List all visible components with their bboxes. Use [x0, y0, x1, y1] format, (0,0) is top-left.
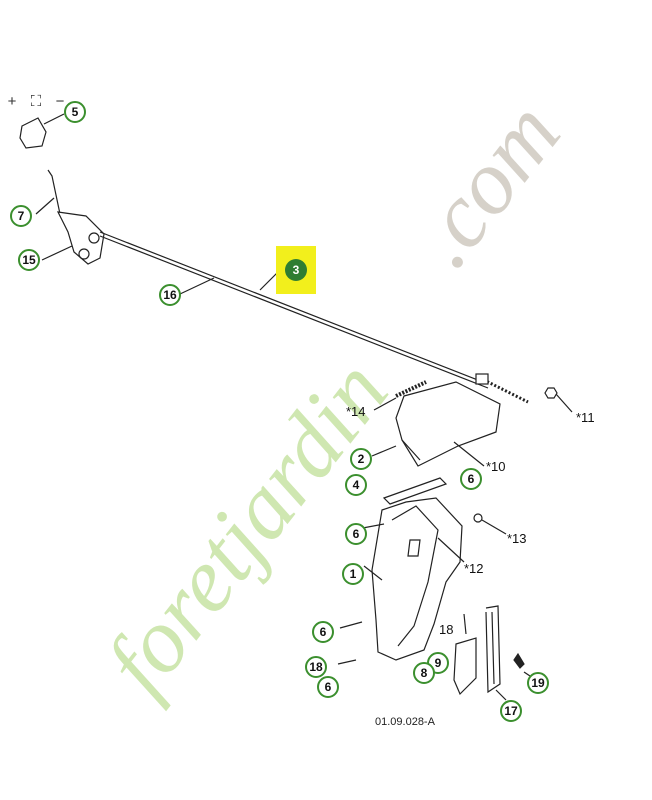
callout-8[interactable]: 8	[413, 662, 435, 684]
label-14: *14	[346, 404, 366, 419]
callout-6-bottom[interactable]: 6	[317, 676, 339, 698]
label-12: *12	[464, 561, 484, 576]
callout-18[interactable]: 18	[305, 656, 327, 678]
control-cable	[99, 231, 489, 385]
callout-5[interactable]: 5	[64, 101, 86, 123]
label-18: 18	[439, 622, 454, 637]
diagram-reference-code: 01.09.028-A	[375, 716, 435, 728]
callout-6-top[interactable]: 6	[460, 468, 482, 490]
viewer-toolbar: + ⛶ −	[0, 90, 72, 112]
callout-19[interactable]: 19	[527, 672, 549, 694]
callout-6-lower[interactable]: 6	[312, 621, 334, 643]
callout-15[interactable]: 15	[18, 249, 40, 271]
callout-17[interactable]: 17	[500, 700, 522, 722]
lever-rod	[47, 169, 61, 215]
chute-deflector	[395, 381, 501, 467]
callout-1[interactable]: 1	[342, 563, 364, 585]
callout-7[interactable]: 7	[10, 205, 32, 227]
callout-3-highlighted[interactable]: 3	[276, 246, 316, 294]
label-13: *13	[507, 531, 527, 546]
callout-6-mid[interactable]: 6	[345, 523, 367, 545]
callout-4[interactable]: 4	[345, 474, 367, 496]
lever-bracket	[56, 211, 105, 265]
label-11: *11	[576, 410, 595, 425]
discharge-chute	[371, 497, 463, 661]
callout-2[interactable]: 2	[350, 448, 372, 470]
rod-17	[485, 605, 501, 694]
callout-16[interactable]: 16	[159, 284, 181, 306]
callout-3: 3	[285, 259, 307, 281]
label-10: *10	[486, 459, 506, 474]
fullscreen-button[interactable]: ⛶	[30, 92, 42, 110]
knob-part	[19, 117, 47, 149]
zoom-in-button[interactable]: +	[7, 92, 17, 110]
zoom-out-button[interactable]: −	[55, 92, 65, 110]
